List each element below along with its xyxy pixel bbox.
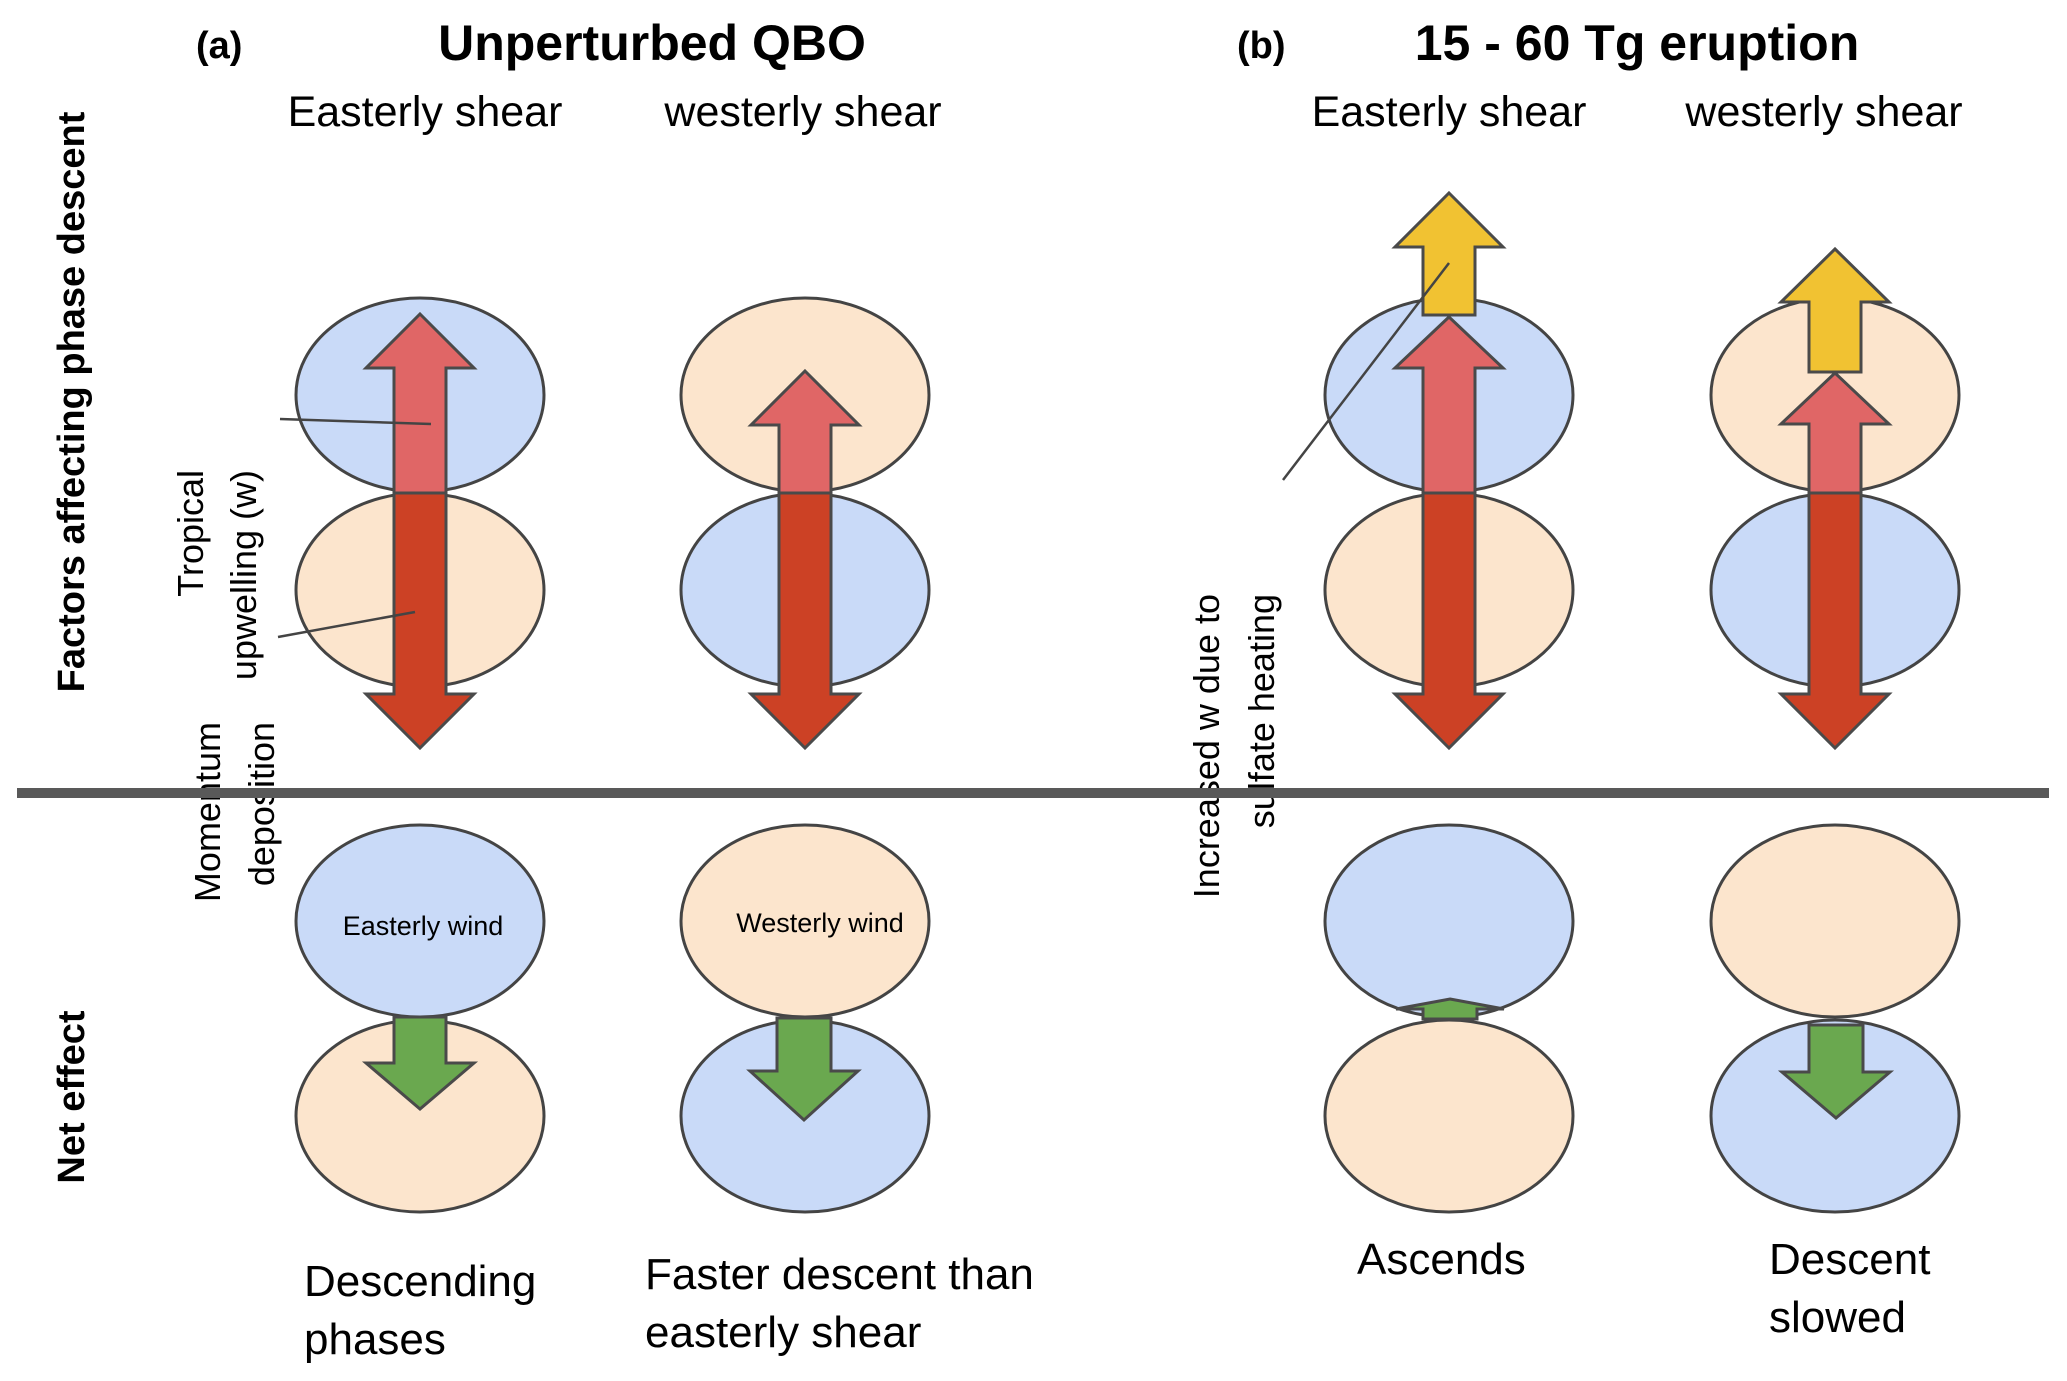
sulfate-heating-arrow-b-easterly [1391,190,1507,317]
result-a-easterly-line1: Descending [304,1257,536,1306]
result-a-westerly-line2: easterly shear [645,1308,921,1357]
upwelling-arrow-a-easterly [362,311,478,495]
panel-b-header-westerly: westerly shear [1684,88,1962,136]
row-label-net-effect: Net effect [51,1010,93,1183]
net-descent-arrow-b-westerly [1777,1023,1895,1120]
momentum-deposition-arrow-a-westerly [747,491,863,751]
sulfate-label-line1: Increased w due to [1186,594,1227,898]
panel-b-tag: (b) [1237,25,1286,67]
result-b-westerly-line2: slowed [1769,1293,1906,1342]
upwelling-label-line1: Tropical [170,470,211,597]
panel-a-title: Unperturbed QBO [438,15,866,71]
momentum-deposition-arrow-b-easterly [1391,491,1507,751]
sulfate-heating-arrow-b-westerly [1777,246,1893,374]
result-b-easterly-line1: Ascends [1357,1235,1526,1284]
result-a-westerly-line1: Faster descent than [645,1250,1034,1299]
sulfate-leader-line [1282,262,1450,481]
wind-layer-ellipses [294,296,1961,1214]
net-descent-arrow-a-westerly [746,1016,862,1123]
result-b-westerly-line1: Descent [1769,1235,1930,1284]
momentum-label-line2: deposition [241,722,282,886]
row-label-factors: Factors affecting phase descent [51,111,93,692]
net-top-ellipse-b-easterly-easterly [1323,823,1575,1019]
net-descent-arrow-a-easterly [361,1015,479,1111]
momentum-deposition-arrow-a-easterly [362,491,478,751]
momentum-leader-line [277,610,416,639]
upwelling-arrow-b-easterly [1391,314,1507,495]
upwelling-label-line2: upwelling (w) [223,470,264,680]
net-top-ellipse-b-westerly-westerly [1709,823,1961,1019]
upwelling-arrow-a-westerly [747,368,863,495]
net-label-easterly-wind: Easterly wind [343,911,504,941]
net-label-westerly-wind: Westerly wind [736,908,904,938]
panel-a-header-westerly: westerly shear [663,88,941,136]
panel-a-tag: (a) [196,25,242,67]
panel-a-header-easterly: Easterly shear [288,88,563,136]
panel-b-header-easterly: Easterly shear [1312,88,1587,136]
upwelling-leader-line [279,417,432,426]
momentum-deposition-arrow-b-westerly [1777,491,1893,751]
result-a-easterly-line2: phases [304,1315,446,1364]
upwelling-arrow-b-westerly [1777,370,1893,495]
section-divider [17,788,2049,798]
net-bottom-ellipse-b-easterly-westerly [1323,1018,1575,1214]
forcing-arrows [361,190,1895,1123]
momentum-label-line1: Momentum [187,722,228,902]
net-ascent-arrow-b-easterly [1395,997,1505,1021]
panel-b-title: 15 - 60 Tg eruption [1415,15,1860,71]
